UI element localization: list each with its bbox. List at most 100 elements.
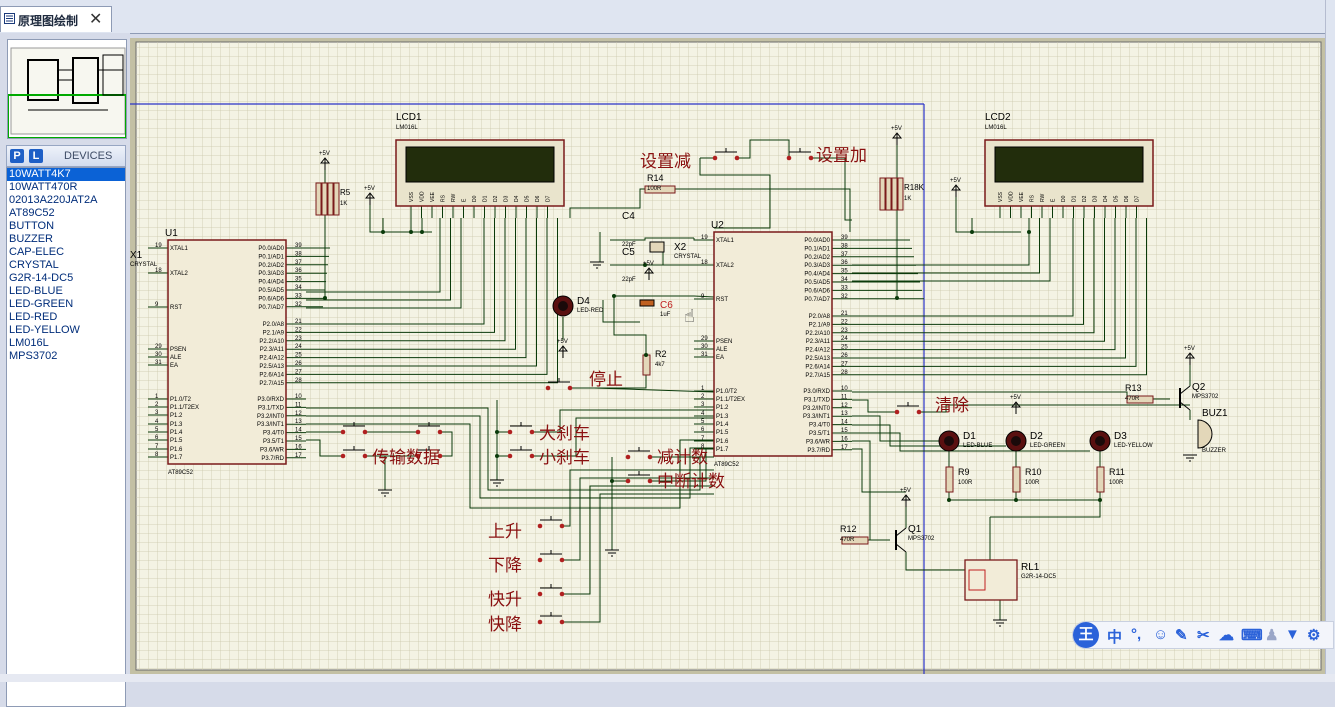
led-ref: D3	[1114, 431, 1127, 442]
pin-name: P0.6/AD6	[804, 288, 830, 294]
pin-name: P2.2/A10	[805, 331, 830, 337]
resistor-ref: R2	[655, 349, 667, 359]
device-list-item[interactable]: LED-RED	[9, 311, 58, 323]
interrupt-count-label: 中断计数	[657, 472, 725, 492]
ime-logo[interactable]: 王	[1073, 622, 1099, 648]
pin-name: P3.3/INT1	[257, 422, 285, 428]
junction-dot	[495, 454, 499, 458]
button-contact	[437, 453, 443, 459]
pin-number: 17	[295, 453, 302, 459]
pin-number: 30	[155, 352, 162, 358]
pin-number: 16	[841, 436, 848, 442]
device-list-item[interactable]: 10WATT470R	[9, 181, 78, 193]
device-list-item[interactable]: BUTTON	[9, 220, 55, 232]
pin-name: P3.4/T0	[809, 423, 831, 429]
pin-name: P3.5/T1	[809, 431, 831, 437]
device-list-item[interactable]: MPS3702	[9, 350, 58, 362]
wire	[852, 448, 906, 493]
pin-name: P1.3	[170, 422, 183, 428]
pin-name: P3.0/RXD	[257, 397, 284, 403]
lcd-pin-name: VDD	[420, 191, 426, 202]
pin-name: P0.3/AD3	[258, 271, 284, 277]
button-contact	[362, 429, 368, 435]
shirt-icon[interactable]: ▼	[1285, 626, 1300, 643]
transfer-data-label: 传输数据	[372, 448, 440, 468]
power-label: +5V	[950, 178, 961, 184]
emoji-icon[interactable]: ☺	[1153, 626, 1169, 643]
power-icon	[1184, 352, 1196, 359]
device-list-item[interactable]: LED-GREEN	[9, 298, 74, 310]
pen-icon[interactable]: ✎	[1175, 627, 1188, 644]
device-list-item[interactable]: AT89C52	[9, 207, 55, 219]
pin-name: XTAL1	[170, 246, 189, 252]
device-list-item[interactable]: LM016L	[9, 337, 49, 349]
pin-number: 13	[295, 419, 302, 425]
pin-number: 31	[701, 352, 708, 358]
lcd-pin-name: D5	[525, 195, 531, 202]
cloud-icon[interactable]: ☁	[1219, 627, 1234, 644]
crystal-part: CRYSTAL	[130, 262, 158, 268]
led-part: LED-YELLOW	[1114, 443, 1153, 449]
led-icon	[558, 301, 568, 311]
pin-name: PSEN	[170, 347, 186, 353]
device-list-item[interactable]: LED-YELLOW	[9, 324, 80, 336]
button-contact	[712, 155, 718, 161]
device-list-item[interactable]: CAP-ELEC	[9, 246, 65, 258]
button-contact	[529, 453, 535, 459]
close-tab-icon[interactable]: ✕	[89, 11, 103, 28]
mcu-body	[167, 239, 287, 465]
power-icon	[900, 494, 912, 501]
power-label: +5V	[1184, 346, 1195, 352]
resistor-pack	[315, 182, 322, 216]
keyboard-icon[interactable]: ⌨	[1241, 627, 1263, 644]
device-list-item[interactable]: 02013A220JAT2A	[9, 194, 98, 206]
ime-mode[interactable]: 中	[1107, 629, 1123, 646]
pin-number: 8	[155, 452, 159, 458]
device-list-item[interactable]: 10WATT4K7	[7, 168, 125, 181]
resistor-value: 100R	[647, 186, 662, 192]
user-icon[interactable]: ♟	[1265, 627, 1279, 644]
pin-number: 39	[841, 235, 848, 241]
junction-dot	[323, 296, 327, 300]
lcd-pin-name: D6	[1124, 195, 1130, 202]
punctuation-icon[interactable]: °,	[1131, 626, 1142, 643]
transistor-ref: Q1	[908, 524, 922, 535]
lcd-pin-name: RW	[451, 193, 457, 202]
scissors-icon[interactable]: ✂	[1197, 627, 1210, 644]
wire	[852, 218, 1074, 317]
pick-devices-button[interactable]: P	[10, 149, 24, 163]
pin-number: 23	[841, 328, 848, 334]
pin-number: 35	[295, 277, 302, 283]
power-icon	[319, 157, 331, 164]
right-scrollbar[interactable]	[1325, 0, 1335, 682]
device-list-item[interactable]: LED-BLUE	[9, 285, 63, 297]
relay-coil	[968, 569, 986, 591]
pin-number: 14	[841, 420, 848, 426]
library-manager-button[interactable]: L	[29, 149, 43, 163]
device-list-item[interactable]: CRYSTAL	[9, 259, 59, 271]
pin-number: 18	[155, 268, 162, 274]
devices-label: DEVICES	[64, 150, 113, 162]
pin-name: P2.7/A15	[259, 381, 284, 387]
lcd-pin-name: VEE	[1019, 191, 1025, 202]
settings-icon[interactable]: ⚙	[1307, 627, 1321, 644]
wire	[852, 399, 897, 413]
ime-toolbar: 王 中 °, ☺ ✎ ✂ ☁ ⌨ ♟ ▼ ⚙	[1072, 621, 1334, 649]
resistor	[841, 536, 869, 545]
wire	[306, 439, 343, 457]
pin-name: P1.3	[716, 414, 729, 420]
relay-part: G2R-14-DC5	[1021, 574, 1057, 580]
device-list-item[interactable]: BUZZER	[9, 233, 53, 245]
lcd-pin-name: VSS	[998, 191, 1004, 202]
device-list-item[interactable]: G2R-14-DC5	[9, 272, 74, 284]
wire	[852, 218, 1116, 351]
tab-schematic-capture[interactable]: 原理图绘制 ✕	[0, 6, 112, 32]
pin-number: 32	[841, 294, 848, 300]
pin-name: P0.4/AD4	[804, 272, 830, 278]
lcd-pin-name: VSS	[409, 191, 415, 202]
crystal-ref: X1	[130, 250, 143, 261]
overview-window[interactable]	[7, 39, 127, 139]
pin-name: P3.4/T0	[263, 431, 285, 437]
